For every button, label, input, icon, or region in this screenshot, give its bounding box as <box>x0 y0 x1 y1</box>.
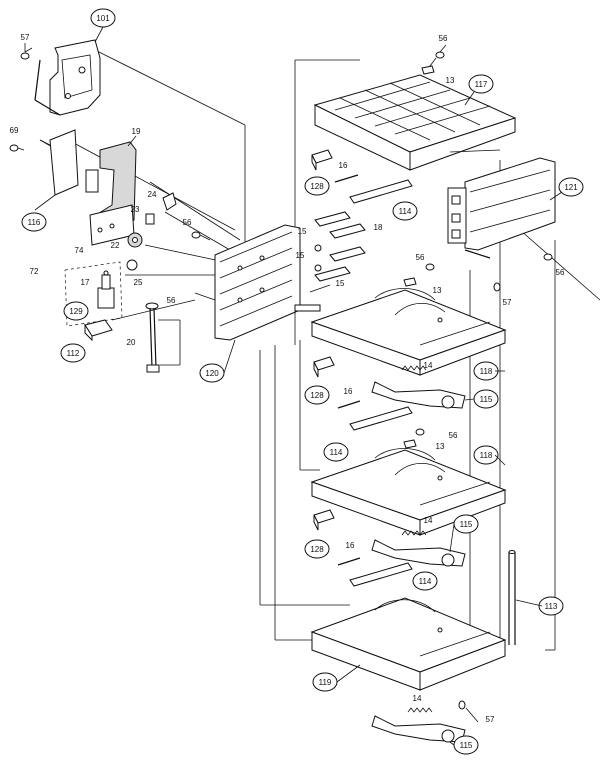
screw-56-lower <box>403 428 425 449</box>
spring-14-bottom <box>407 707 433 713</box>
screw-56-mid <box>403 263 435 287</box>
callout-56: 56 <box>439 34 448 43</box>
callout-22: 22 <box>111 241 120 250</box>
callout-74: 74 <box>75 246 84 255</box>
callout-114: 114 <box>330 448 343 457</box>
lever-115-bottom <box>371 715 466 743</box>
screw-56 <box>191 231 211 241</box>
part-24 <box>162 192 177 211</box>
callout-14: 14 <box>424 516 433 525</box>
callout-15: 15 <box>298 227 307 236</box>
callout-114: 114 <box>419 577 432 586</box>
plate-116 <box>34 129 79 211</box>
block-128-top <box>311 149 333 171</box>
callout-69: 69 <box>10 126 19 135</box>
callout-16: 16 <box>344 387 353 396</box>
tray-119-bottom <box>310 597 507 691</box>
callout-56: 56 <box>556 268 565 277</box>
leader-lines <box>39 49 601 651</box>
callout-14: 14 <box>413 694 422 703</box>
screw-56-top <box>421 51 445 75</box>
lever-115-upper <box>371 381 466 409</box>
callout-118: 118 <box>480 451 493 460</box>
parts-15-18 <box>309 211 366 293</box>
block-128-lower <box>313 509 335 531</box>
callout-128: 128 <box>310 182 324 191</box>
callout-57: 57 <box>21 33 30 42</box>
screw-57 <box>20 47 33 60</box>
callout-115: 115 <box>460 520 473 529</box>
tray-118-upper <box>310 288 507 376</box>
housing-121 <box>447 157 556 292</box>
callout-128: 128 <box>310 391 324 400</box>
block-112 <box>84 319 113 342</box>
callout-114: 114 <box>399 207 412 216</box>
shaft-20 <box>145 302 160 373</box>
callout-115: 115 <box>460 741 473 750</box>
callout-119: 119 <box>319 678 332 687</box>
callout-129: 129 <box>69 307 83 316</box>
arm-114-mid <box>349 406 413 431</box>
callout-13: 13 <box>446 76 455 85</box>
callout-16: 16 <box>339 161 348 170</box>
solenoid-assembly-72 <box>64 261 123 327</box>
callout-13: 13 <box>433 286 442 295</box>
callout-121: 121 <box>564 183 578 192</box>
frame-120 <box>214 224 321 341</box>
spring-14-upper <box>401 365 427 371</box>
callout-72: 72 <box>30 267 39 276</box>
callout-113: 113 <box>545 602 558 611</box>
callout-17: 17 <box>81 278 90 287</box>
tray-117 <box>313 74 517 171</box>
callout-14: 14 <box>424 361 433 370</box>
arm-114-top <box>349 179 413 204</box>
bracket-101 <box>34 39 101 116</box>
callout-56: 56 <box>449 431 458 440</box>
callout-101: 101 <box>96 14 110 23</box>
rod-113 <box>508 550 516 645</box>
callout-20: 20 <box>127 338 136 347</box>
callout-120: 120 <box>205 369 219 378</box>
callout-15: 15 <box>336 279 345 288</box>
callout-16: 16 <box>346 541 355 550</box>
callout-112: 112 <box>67 349 80 358</box>
lever-115-middle <box>371 539 466 567</box>
block-128-mid <box>313 356 335 378</box>
rail-16-low <box>337 557 361 566</box>
callout-116: 116 <box>28 218 41 227</box>
callout-labels: 101 57 69 19 116 24 23 56 74 22 72 17 25… <box>10 8 584 755</box>
callout-24: 24 <box>148 190 157 199</box>
bracket-19 <box>85 141 137 246</box>
gear-23 <box>145 213 155 225</box>
callout-115: 115 <box>480 395 493 404</box>
callout-56: 56 <box>183 218 192 227</box>
callout-57: 57 <box>486 715 495 724</box>
callout-19: 19 <box>132 127 141 136</box>
callout-56: 56 <box>416 253 425 262</box>
callout-15: 15 <box>296 251 305 260</box>
callout-56: 56 <box>167 296 176 305</box>
callout-23: 23 <box>131 205 140 214</box>
rail-16-top <box>334 174 359 183</box>
callout-118: 118 <box>480 367 493 376</box>
callout-leaders <box>24 26 563 746</box>
callout-57: 57 <box>503 298 512 307</box>
callout-25: 25 <box>134 278 143 287</box>
callout-18: 18 <box>374 223 383 232</box>
callout-13: 13 <box>436 442 445 451</box>
screw-57-bottom <box>458 700 466 710</box>
rail-16-mid <box>337 400 361 409</box>
tray-118-lower <box>310 448 507 536</box>
gear-22 <box>127 232 143 248</box>
part-25 <box>126 259 138 271</box>
callout-128: 128 <box>310 545 324 554</box>
callout-117: 117 <box>475 80 488 89</box>
arm-114-low <box>349 562 413 587</box>
spring-14-middle <box>401 530 427 536</box>
screw-69 <box>9 144 25 152</box>
